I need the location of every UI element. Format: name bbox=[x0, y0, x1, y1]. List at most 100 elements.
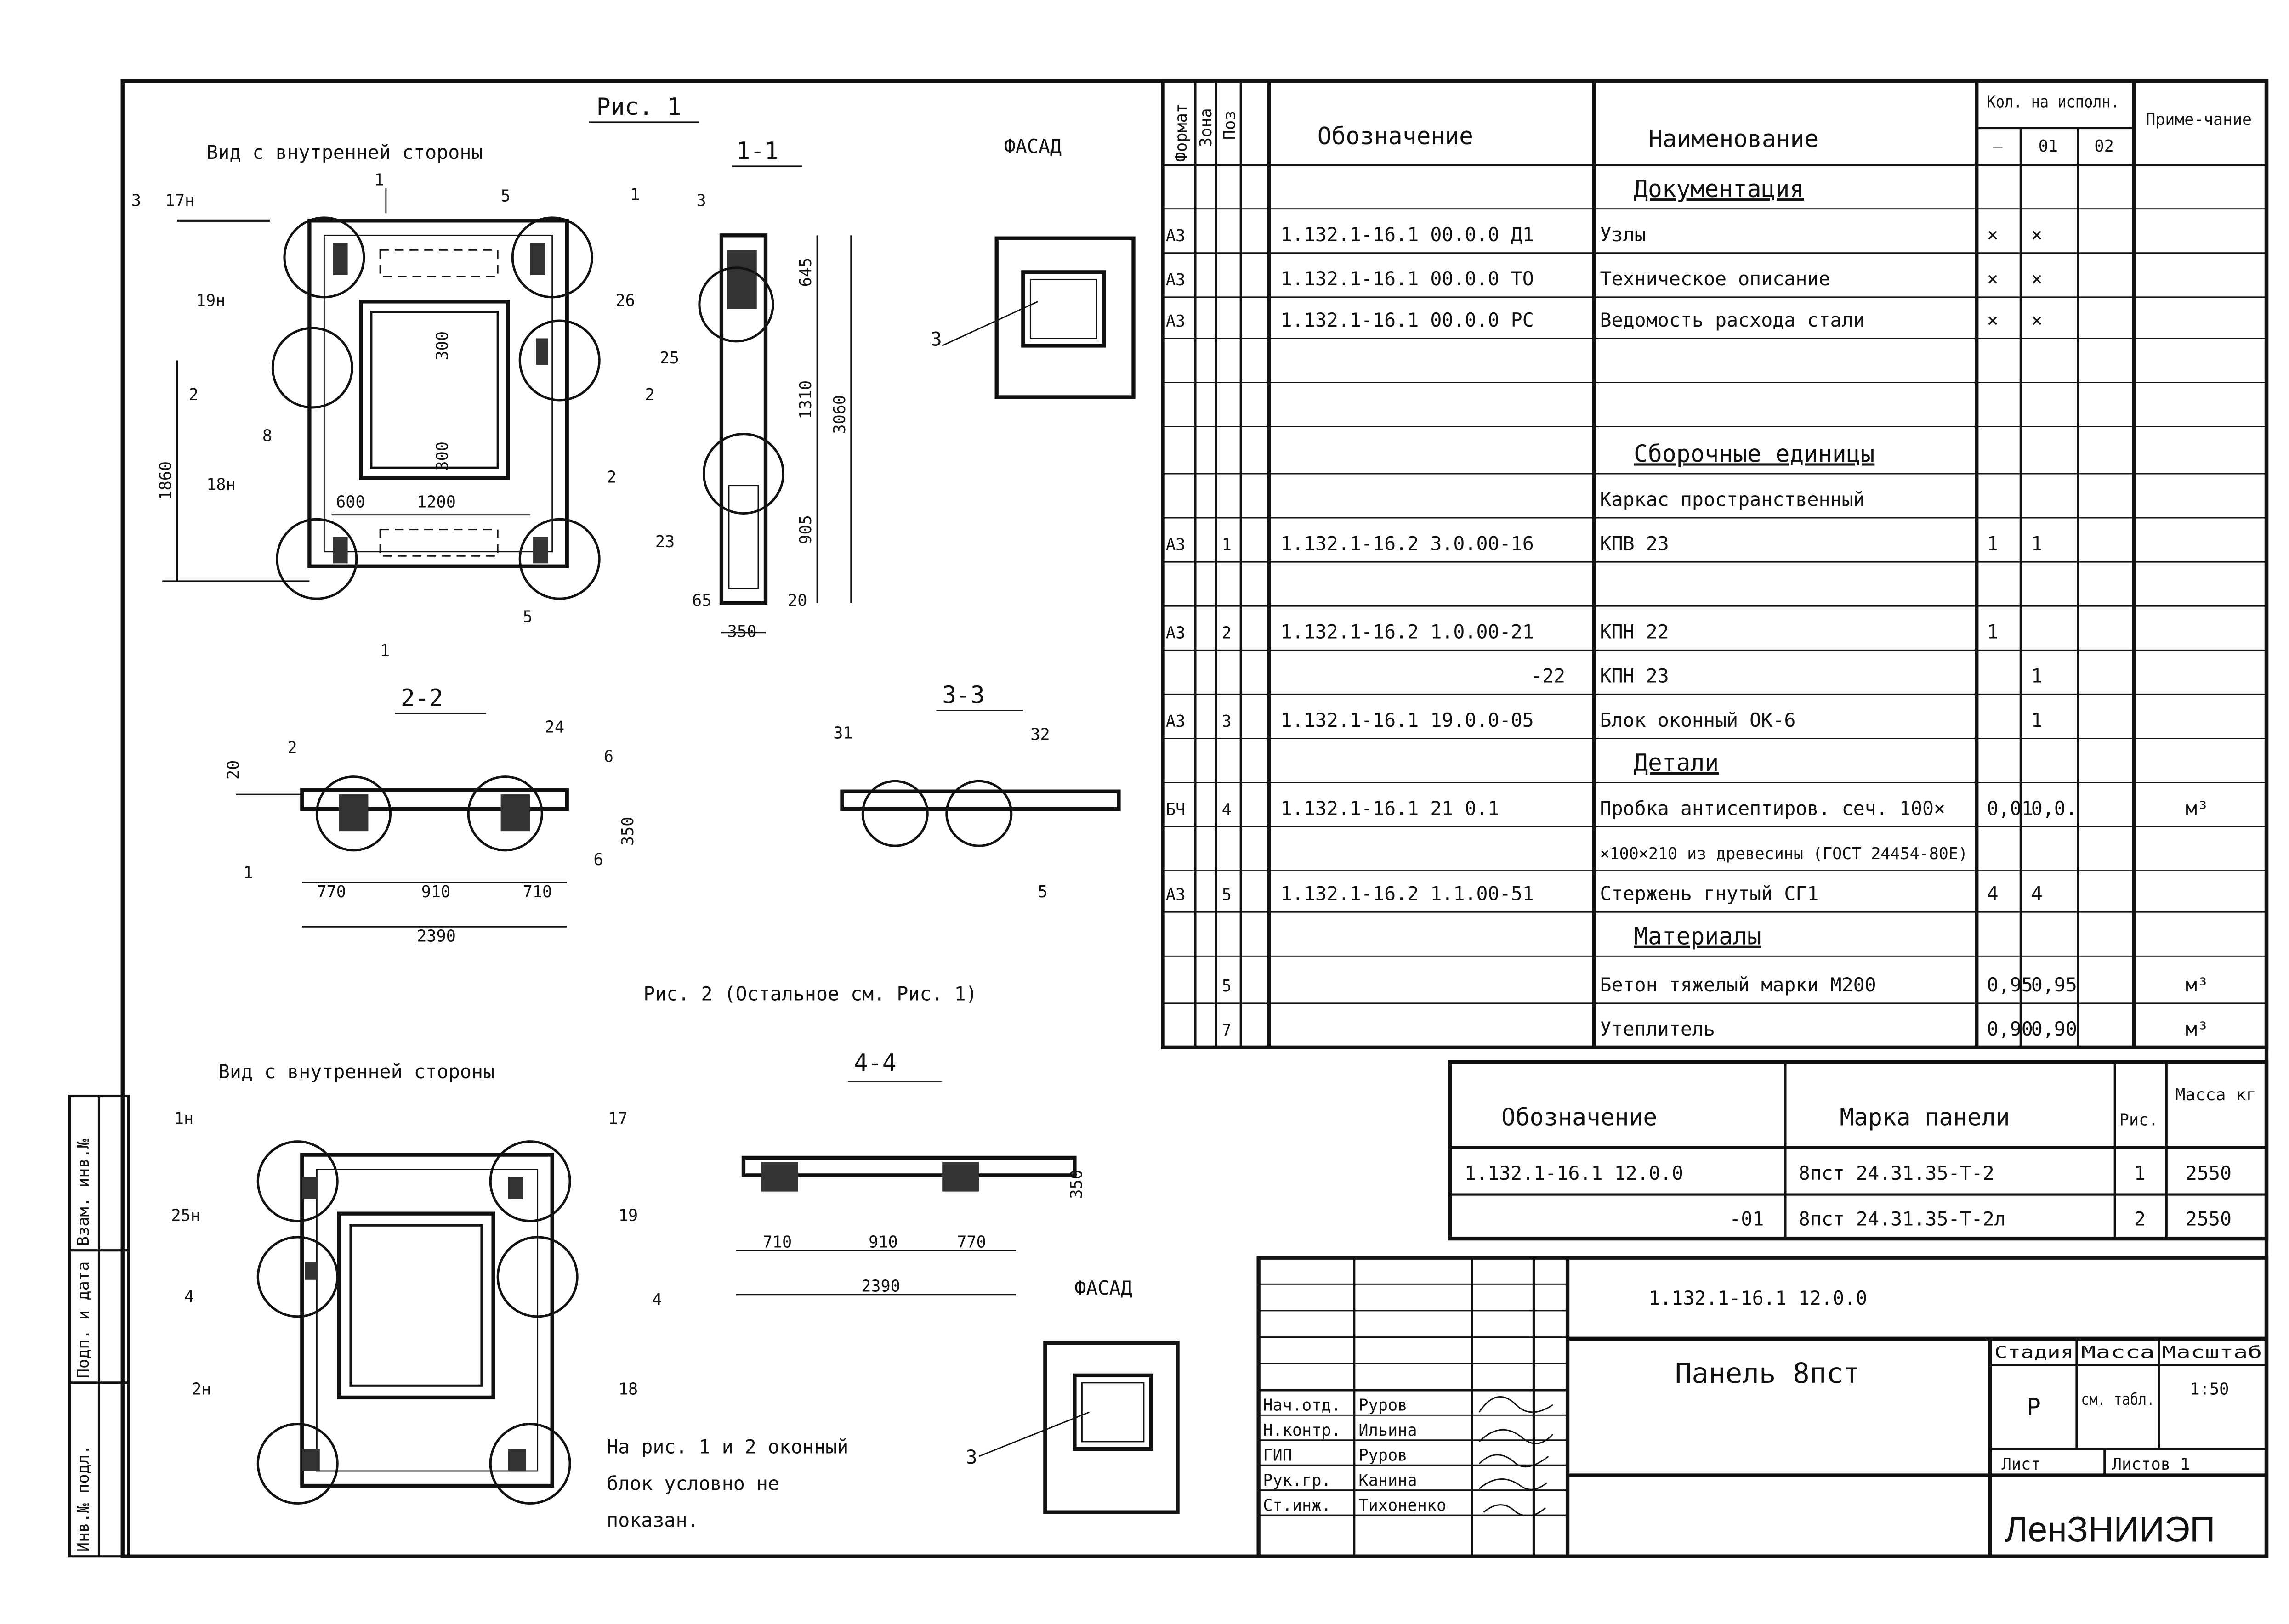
role-label: Н.контр. bbox=[1263, 1421, 1341, 1440]
drawing-label: 1 bbox=[630, 185, 640, 204]
drawing-label: Масштаб bbox=[2162, 1343, 2262, 1362]
spec-cell-name: ×100×210 из древесины (ГОСТ 24454-80Е) bbox=[1600, 844, 1968, 863]
section-1-1 bbox=[719, 233, 768, 605]
drawing-label: 5 bbox=[1038, 883, 1047, 901]
spec-cell-qty-01: 0,90 bbox=[2031, 1018, 2077, 1040]
spec-cell-note: м³ bbox=[2186, 797, 2209, 820]
spec-cell-name: Материалы bbox=[1634, 923, 1761, 951]
drawing-label: Лист bbox=[2002, 1455, 2041, 1474]
fig1-window-opening bbox=[359, 300, 510, 480]
drawing-label: 1310 bbox=[796, 380, 815, 419]
drawing-label: 19 bbox=[619, 1206, 638, 1225]
spec-header-designation: Обозначение bbox=[1318, 123, 1473, 150]
drawing-label: 32 bbox=[1030, 725, 1050, 744]
spec-cell-name: Детали bbox=[1634, 749, 1719, 777]
fig1-facade-label: ФАСАД bbox=[1004, 135, 1062, 158]
spec-cell-qty-01: 1 bbox=[2031, 665, 2043, 687]
spec-cell-qty: × bbox=[1987, 223, 1999, 246]
drawing-label: 4 bbox=[184, 1287, 194, 1306]
bottom-view-label: Вид с внутренней стороны bbox=[218, 1060, 494, 1083]
spec-cell-format: А3 bbox=[1166, 712, 1185, 731]
drawing-label: 1200 bbox=[417, 493, 456, 512]
drawing-label: 710 bbox=[523, 883, 552, 901]
spec-cell-qty-01: 1 bbox=[2031, 709, 2043, 731]
drawing-label: -01 bbox=[1729, 1207, 1764, 1230]
doc-code: 1.132.1-16.1 12.0.0 bbox=[1648, 1287, 1867, 1309]
spec-cell-designation: 1.132.1-16.1 19.0.0-05 bbox=[1281, 709, 1534, 731]
bottom-facade-label: ФАСАД bbox=[1074, 1277, 1132, 1299]
drawing-label: 20 bbox=[788, 591, 807, 610]
spec-cell-name: Каркас пространственный bbox=[1600, 488, 1865, 510]
spec-cell-qty: 0,95 bbox=[1987, 973, 2033, 996]
spec-cell-name: КПВ 23 bbox=[1600, 532, 1669, 555]
drawing-label: Марка панели bbox=[1840, 1104, 2010, 1132]
spec-cell-pos: 5 bbox=[1222, 886, 1232, 905]
drawing-label: 6 bbox=[604, 747, 613, 766]
panel-marks-table: Обозначение Марка панели Рис. Масса кг 1… bbox=[1448, 1060, 2269, 1241]
fig1-panel-outline bbox=[307, 219, 569, 568]
organization-name: ЛенЗНИИЭП bbox=[2005, 1510, 2215, 1550]
drawing-label: 5 bbox=[501, 187, 511, 206]
drawing-label: Обозначение bbox=[1501, 1104, 1657, 1132]
drawing-label: 300 bbox=[433, 331, 452, 361]
spec-cell-designation: 1.132.1-16.2 1.0.00-21 bbox=[1281, 621, 1534, 643]
spec-cell-format: А3 bbox=[1166, 312, 1185, 331]
bottom-window bbox=[337, 1211, 495, 1400]
section-4-4-label: 4-4 bbox=[854, 1049, 897, 1077]
drawing-label: 24 bbox=[545, 718, 564, 737]
spec-cell-name: Пробка антисептиров. сеч. 100× bbox=[1600, 797, 1946, 820]
role-label: Рук.гр. bbox=[1263, 1471, 1331, 1490]
spec-cell-qty: 4 bbox=[1987, 883, 1999, 905]
drawing-label: 2 bbox=[287, 738, 297, 757]
role-label: Нач.отд. bbox=[1263, 1396, 1341, 1415]
figure-bottom: Вид с внутренней стороны 1н 17 25н 19 4 … bbox=[171, 1049, 1180, 1532]
drawing-label: 910 bbox=[869, 1233, 898, 1251]
spec-cell-name: КПН 22 bbox=[1600, 621, 1669, 643]
drawing-label: 2550 bbox=[2186, 1207, 2232, 1230]
spec-cell-qty: 0,01 bbox=[1987, 797, 2033, 820]
drawing-label: 1:50 bbox=[2190, 1380, 2229, 1398]
drawing-label: 2 bbox=[645, 385, 654, 404]
spec-cell-designation: 1.132.1-16.1 00.0.0 Д1 bbox=[1281, 223, 1534, 246]
drawing-label: 2 bbox=[189, 385, 199, 404]
spec-cell-note: м³ bbox=[2186, 1018, 2209, 1040]
spec-cell-qty-01: 1 bbox=[2031, 532, 2043, 555]
drawing-label: 18н bbox=[206, 475, 236, 494]
spec-cell-pos: 7 bbox=[1222, 1021, 1232, 1040]
drawing-label: Рис. bbox=[2119, 1111, 2158, 1130]
section-3-3-label: 3-3 bbox=[942, 682, 985, 709]
spec-header-note: Приме-чание bbox=[2146, 110, 2252, 129]
drawing-label: 19н bbox=[196, 291, 226, 310]
drawing-label: 2390 bbox=[417, 927, 456, 945]
bottom-note-2: блок условно не bbox=[607, 1472, 779, 1495]
spec-cell-name: Стержень гнутый СГ1 bbox=[1600, 883, 1819, 905]
spec-cell-designation: 1.132.1-16.1 00.0.0 ТО bbox=[1281, 267, 1534, 290]
figure-1: Рис. 1 Вид с внутренней стороны 3 17н 1 … bbox=[131, 93, 1136, 660]
role-label: Ст.инж. bbox=[1263, 1496, 1331, 1515]
drawing-label: 2 bbox=[2134, 1207, 2146, 1230]
spec-cell-designation: -22 bbox=[1531, 665, 1565, 687]
drawing-label: 770 bbox=[317, 883, 346, 901]
spec-cell-designation: 1.132.1-16.2 1.1.00-51 bbox=[1281, 883, 1534, 905]
drawing-label: Стадия bbox=[1994, 1343, 2074, 1362]
figure-2: 2-2 20 2 24 6 1 6 350 770 910 710 2390 3… bbox=[224, 682, 1121, 1005]
drawing-label: 905 bbox=[796, 515, 815, 544]
spec-cell-pos: 4 bbox=[1222, 800, 1232, 819]
drawing-label: 8пст 24.31.35-Т-2л bbox=[1799, 1207, 2006, 1230]
spec-cell-name: Узлы bbox=[1600, 223, 1646, 246]
drawing-label: 3 bbox=[931, 328, 942, 350]
drawing-label: 3 bbox=[131, 191, 141, 210]
doc-title: Панель 8пст bbox=[1675, 1358, 1860, 1390]
drawing-label: 3 bbox=[966, 1446, 977, 1468]
drawing-label: Листов 1 bbox=[2112, 1455, 2190, 1474]
spec-cell-pos: 2 bbox=[1222, 624, 1232, 643]
spec-cell-designation: 1.132.1-16.1 00.0.0 РС bbox=[1281, 309, 1534, 331]
spec-cell-format: БЧ bbox=[1166, 800, 1185, 819]
drawing-label: 1860 bbox=[156, 461, 175, 500]
spec-header-qty: Кол. на исполн. bbox=[1987, 93, 2119, 112]
drawing-label: 2 bbox=[607, 468, 616, 487]
role-person: Ильина bbox=[1358, 1421, 1417, 1440]
spec-cell-note: м³ bbox=[2186, 973, 2209, 996]
drawing-label: 3 bbox=[696, 191, 706, 210]
